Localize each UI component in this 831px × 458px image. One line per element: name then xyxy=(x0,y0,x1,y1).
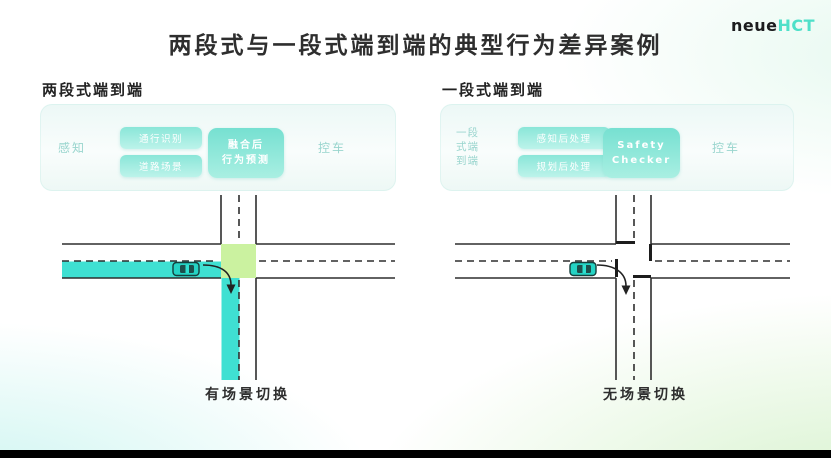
left-panel-header: 两段式端到端 xyxy=(42,81,145,99)
right-flow-main-line1: Safety xyxy=(617,139,666,151)
turn-arrow-head xyxy=(226,284,236,294)
left-flow-main-line1: 融合后 xyxy=(228,139,264,151)
left-flow-module-top: 通行识别 xyxy=(120,127,202,149)
left-intersection-diagram xyxy=(62,195,395,380)
right-flow-output-label: 控车 xyxy=(712,141,741,155)
brand-logo: neueHCT xyxy=(731,16,815,35)
video-letterbox-bar xyxy=(0,450,831,458)
highlight-path-vertical xyxy=(221,278,240,380)
left-flow-output-label: 控车 xyxy=(318,141,347,155)
right-flow-main-line2: Checker xyxy=(611,155,672,166)
turn-arrow xyxy=(596,264,627,287)
ego-car-icon xyxy=(172,261,200,277)
right-flow-module-bottom: 规划后处理 xyxy=(518,155,610,177)
left-flow-main-module: 融合后 行为预测 xyxy=(208,128,284,178)
horizontal-road-lines xyxy=(455,243,790,279)
left-flow-main-line2: 行为预测 xyxy=(222,155,270,166)
brand-logo-accent: HCT xyxy=(777,16,815,35)
page-title: 两段式与一段式端到端的典型行为差异案例 xyxy=(168,33,663,59)
right-flow-main-module: Safety Checker xyxy=(603,128,680,178)
left-caption: 有场景切换 xyxy=(205,387,290,403)
left-flow-module-bottom: 道路场景 xyxy=(120,155,202,177)
junction-corner-stubs xyxy=(615,241,652,278)
right-flow-diagram: 一段 式端 到端 感知后处理 规划后处理 Safety Checker 控车 xyxy=(440,104,794,191)
left-flow-diagram: 感知 通行识别 道路场景 融合后 行为预测 控车 xyxy=(40,104,396,191)
turn-arrow xyxy=(202,264,232,286)
turn-arrow-head xyxy=(621,285,631,295)
left-flow-input-label: 感知 xyxy=(58,141,87,155)
right-flow-input-label: 一段 式端 到端 xyxy=(456,127,479,168)
brand-logo-dark: neue xyxy=(730,16,778,35)
right-caption: 无场景切换 xyxy=(603,387,688,403)
horizontal-road-lines xyxy=(62,243,395,279)
right-flow-module-top: 感知后处理 xyxy=(518,127,610,149)
ego-car-icon xyxy=(569,261,597,277)
right-intersection-diagram xyxy=(455,195,790,380)
right-panel-header: 一段式端到端 xyxy=(442,81,545,99)
vertical-road-lines xyxy=(615,195,652,380)
vertical-road-lines xyxy=(220,195,257,380)
